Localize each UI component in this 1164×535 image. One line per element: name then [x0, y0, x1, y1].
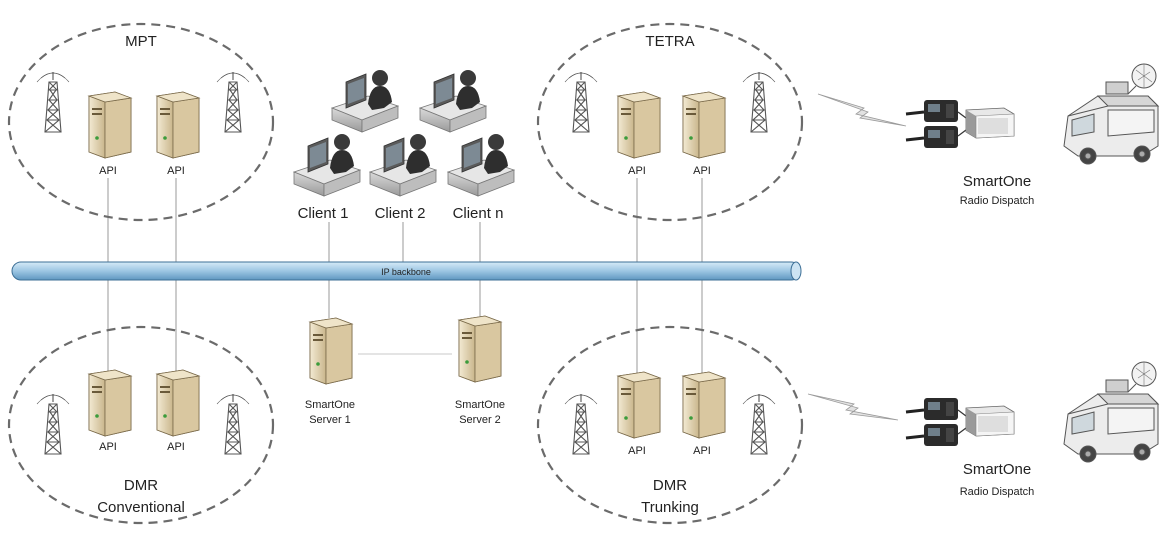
client-n-label: Client n — [453, 205, 504, 222]
radio-tower-icon — [36, 393, 70, 455]
wireless-link-icon — [807, 393, 899, 421]
operator-workstation-icon — [331, 69, 399, 133]
server-icon — [309, 317, 353, 385]
radio-tower-icon — [216, 393, 250, 455]
radio-tower-icon — [742, 71, 776, 133]
tetra-title: TETRA — [645, 33, 694, 50]
mpt-cloud: MPT API API — [7, 22, 275, 222]
api-label: API — [99, 165, 117, 177]
backbone-label: IP backbone — [381, 267, 431, 277]
tetra-cloud: TETRA API API — [536, 22, 804, 222]
server-icon — [617, 91, 661, 159]
dmr-trunking-title-line2: Trunking — [641, 499, 699, 516]
server-icon — [617, 371, 661, 439]
server-icon — [682, 91, 726, 159]
dispatch-bottom-subtitle: Radio Dispatch — [960, 486, 1035, 498]
wireless-links — [807, 93, 907, 421]
api-label: API — [99, 441, 117, 453]
ip-backbone: IP backbone — [11, 261, 802, 281]
server1-label-line2: Server 1 — [309, 414, 351, 426]
dispatch-top-subtitle: Radio Dispatch — [960, 195, 1035, 207]
api-label: API — [693, 165, 711, 177]
operator-workstation-icon — [419, 69, 487, 133]
dispatch-van-icon — [1063, 361, 1159, 463]
server-icon — [88, 369, 132, 437]
connection-lines — [107, 178, 703, 380]
operator-workstation-icon — [447, 133, 515, 197]
api-label: API — [693, 445, 711, 457]
server2-label-line1: SmartOne — [455, 399, 505, 411]
radio-tower-icon — [742, 393, 776, 455]
server2-label-line2: Server 2 — [459, 414, 501, 426]
api-label: API — [628, 445, 646, 457]
dmr-conventional-title-line1: DMR — [124, 477, 158, 494]
client-1-label: Client 1 — [298, 205, 349, 222]
radio-dispatch-top: SmartOne Radio Dispatch — [904, 63, 1159, 207]
smartone-servers: SmartOne Server 1 SmartOne Server 2 — [305, 315, 505, 426]
clients-group: Client 1 Client 2 Client n — [293, 69, 515, 222]
dispatch-van-icon — [1063, 63, 1159, 165]
api-label: API — [628, 165, 646, 177]
radio-dispatch-icon — [904, 98, 1016, 150]
dispatch-bottom-title: SmartOne — [963, 461, 1031, 478]
server1-label-line1: SmartOne — [305, 399, 355, 411]
api-label: API — [167, 165, 185, 177]
mpt-title: MPT — [125, 33, 157, 50]
api-label: API — [167, 441, 185, 453]
radio-tower-icon — [564, 71, 598, 133]
client-2-label: Client 2 — [375, 205, 426, 222]
server-icon — [156, 91, 200, 159]
server-icon — [156, 369, 200, 437]
dmr-trunking-title-line1: DMR — [653, 477, 687, 494]
dmr-conventional-cloud: API API DMR Conventional — [7, 325, 275, 525]
server-icon — [458, 315, 502, 383]
operator-workstation-icon — [369, 133, 437, 197]
dmr-trunking-cloud: API API DMR Trunking — [536, 325, 804, 525]
radio-tower-icon — [216, 71, 250, 133]
wireless-link-icon — [817, 93, 907, 127]
server-icon — [682, 371, 726, 439]
radio-dispatch-bottom: SmartOne Radio Dispatch — [904, 361, 1159, 498]
server-icon — [88, 91, 132, 159]
operator-workstation-icon — [293, 133, 361, 197]
radio-dispatch-icon — [904, 396, 1016, 448]
radio-tower-icon — [36, 71, 70, 133]
dispatch-top-title: SmartOne — [963, 173, 1031, 190]
radio-tower-icon — [564, 393, 598, 455]
dmr-conventional-title-line2: Conventional — [97, 499, 185, 516]
